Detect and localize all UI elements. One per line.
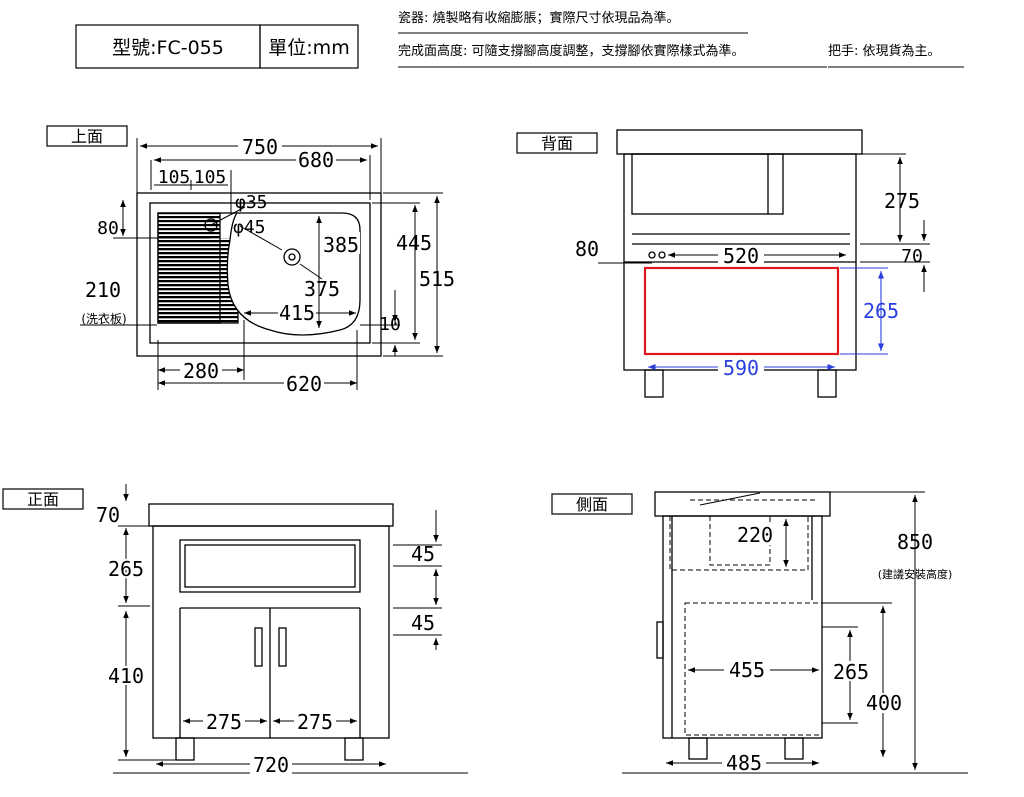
dim-top-620: 620 <box>286 372 322 396</box>
dim-side-265: 265 <box>833 660 869 684</box>
dim-top-10: 10 <box>379 314 401 335</box>
dim-front-720: 720 <box>253 753 289 777</box>
dim-top-375: 375 <box>304 277 340 301</box>
front-view-dims: 70 265 410 45 45 275 275 720 <box>96 503 435 777</box>
washboard-label: (洗衣板) <box>81 311 126 326</box>
side-view-label: 側面 <box>576 495 608 514</box>
dim-top-210: 210 <box>85 278 121 302</box>
dim-side-400: 400 <box>866 691 902 715</box>
dim-front-70: 70 <box>96 503 120 527</box>
dim-back-275: 275 <box>884 189 920 213</box>
dim-front-410: 410 <box>108 664 144 688</box>
dim-top-105-b: 105 <box>194 167 227 188</box>
title-block: 型號:FC-055 單位:mm <box>75 24 359 69</box>
dim-top-385: 385 <box>323 233 359 257</box>
dim-front-275-a: 275 <box>206 710 242 734</box>
dim-top-415: 415 <box>279 301 315 325</box>
header-notes: 瓷器: 燒製略有收縮膨脹；實際尺寸依現品為準。 完成面高度: 可隨支撐腳高度調整… <box>398 10 964 68</box>
dim-back-520: 520 <box>723 244 759 268</box>
front-view-label: 正面 <box>27 490 59 509</box>
dim-top-445: 445 <box>396 231 432 255</box>
dim-side-220: 220 <box>737 523 773 547</box>
dim-back-265: 265 <box>863 299 899 323</box>
side-view-dims: 220 850 (建議安裝高度) 455 265 400 485 <box>722 523 952 775</box>
dim-top-80: 80 <box>97 218 119 239</box>
dim-top-680: 680 <box>298 148 334 172</box>
top-view-dims: 750 680 105 105 φ35 φ45 80 385 445 515 3… <box>81 135 455 396</box>
back-view-dims: 275 70 80 520 265 590 <box>575 189 923 380</box>
dim-side-455: 455 <box>729 658 765 682</box>
install-height-note: (建議安裝高度) <box>878 567 953 581</box>
dim-side-485: 485 <box>726 751 762 775</box>
back-view-label: 背面 <box>541 134 573 153</box>
note-height: 完成面高度: 可隨支撐腳高度調整，支撐腳依實際樣式為準。 <box>398 43 745 59</box>
dim-side-850: 850 <box>897 530 933 554</box>
unit-label: 單位:mm <box>268 37 349 59</box>
note-ceramic: 瓷器: 燒製略有收縮膨脹；實際尺寸依現品為準。 <box>398 10 680 26</box>
top-view-label: 上面 <box>71 127 103 146</box>
dim-back-70: 70 <box>901 246 923 267</box>
dim-top-phi45: φ45 <box>233 217 266 238</box>
dim-top-phi35: φ35 <box>235 192 268 213</box>
dim-back-590: 590 <box>723 356 759 380</box>
dim-top-515: 515 <box>419 267 455 291</box>
side-view: 側面 <box>551 491 968 774</box>
dim-back-80: 80 <box>575 237 599 261</box>
back-view: 背面 <box>516 129 930 398</box>
dim-front-45-b: 45 <box>411 611 435 635</box>
back-view-blue-dims <box>648 267 888 371</box>
note-handle: 把手: 依現貨為主。 <box>828 43 941 59</box>
dim-top-280: 280 <box>183 359 219 383</box>
dim-top-750: 750 <box>242 135 278 159</box>
top-view: 上面 <box>46 125 443 390</box>
dim-front-265: 265 <box>108 557 144 581</box>
dim-top-105-a: 105 <box>158 167 191 188</box>
dim-front-45-a: 45 <box>411 542 435 566</box>
model-number: 型號:FC-055 <box>112 37 224 59</box>
dim-front-275-b: 275 <box>297 710 333 734</box>
